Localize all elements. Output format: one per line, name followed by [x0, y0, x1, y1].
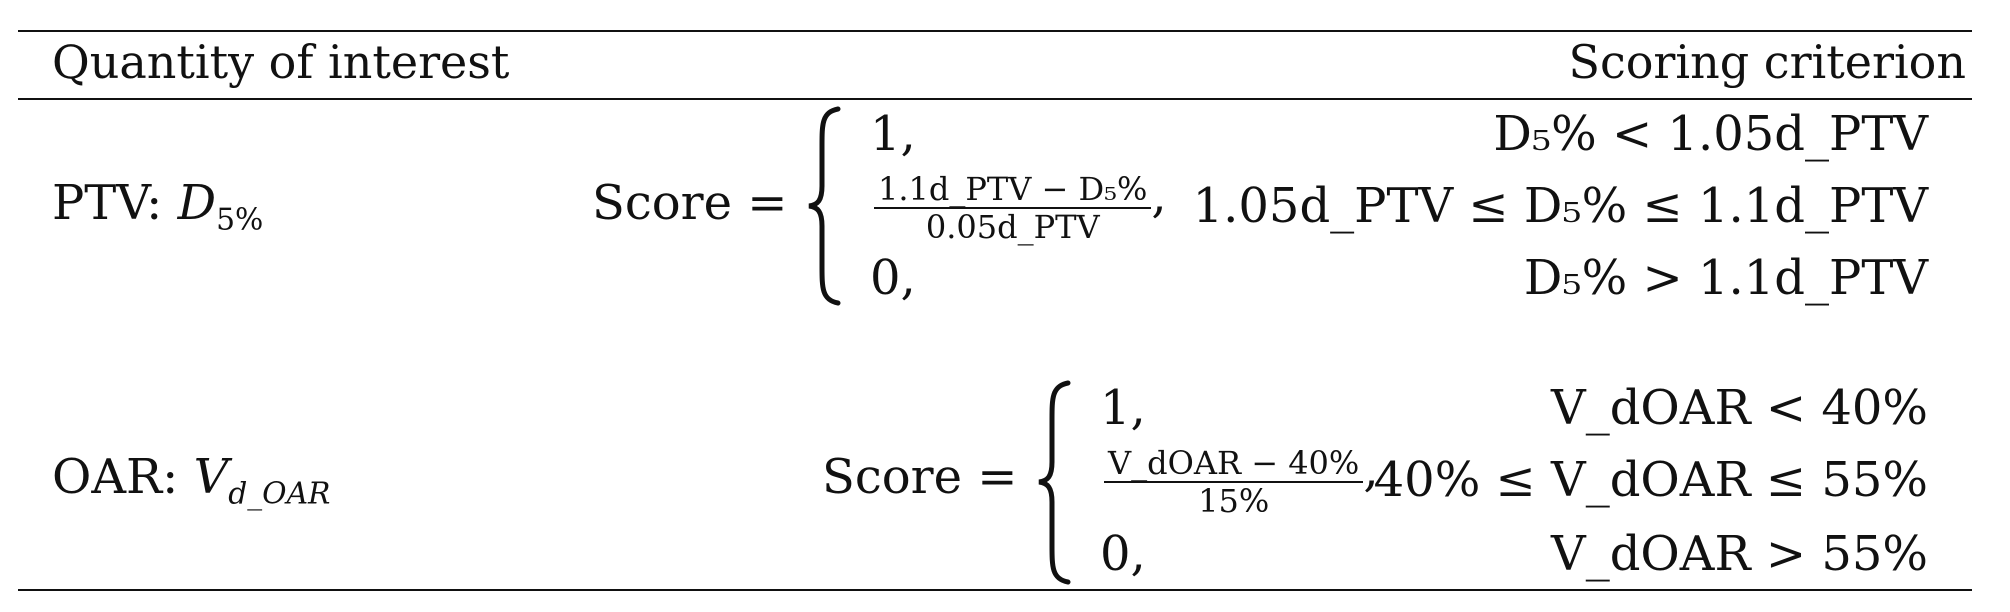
header-scoring-criterion: Scoring criterion [1568, 35, 1966, 89]
row-2-case-2-denominator: 15% [1198, 481, 1270, 520]
row-1-case-2-denominator: 0.05d_PTV [925, 207, 1100, 246]
table-top-rule [18, 30, 1972, 32]
row-1-quantity-prefix: PTV: [52, 175, 178, 231]
row-2-case-2-comma: , [1363, 442, 1379, 498]
row-2-case-2-condition: 40% ≤ V_dOAR ≤ 55% [1373, 452, 1928, 508]
row-2-quantity-symbol: V [193, 449, 229, 505]
row-2-score-label: Score = [822, 449, 1018, 505]
row-2-case-3-condition: V_dOAR > 55% [1551, 526, 1928, 582]
row-2-quantity-prefix: OAR: [52, 449, 194, 505]
row-2-case-1-condition: V_dOAR < 40% [1551, 380, 1928, 436]
row-1-quantity: PTV: D5% [52, 173, 263, 250]
row-1-quantity-symbol: D [177, 175, 217, 231]
row-2-quantity: OAR: Vd_OAR [52, 447, 330, 524]
row-1-case-3-value: 0, [870, 250, 916, 306]
row-1-score-label: Score = [592, 175, 788, 231]
row-2-case-2-fraction: V_dOAR − 40% 15% [1104, 445, 1364, 520]
row-1-quantity-subscript: 5% [216, 202, 264, 238]
row-1-case-2-comma: , [1151, 168, 1167, 224]
row-2-case-3-value: 0, [1100, 526, 1146, 582]
row-1-case-2-fraction: 1.1d_PTV − D₅% 0.05d_PTV [874, 171, 1152, 246]
row-1-case-1-value: 1, [870, 106, 916, 162]
row-1-case-3-condition: D₅% > 1.1d_PTV [1523, 250, 1928, 306]
row-2-case-2-value: V_dOAR − 40% 15% , [1104, 442, 1379, 519]
row-1-case-2-condition: 1.05d_PTV ≤ D₅% ≤ 1.1d_PTV [1192, 178, 1928, 234]
header-quantity-of-interest: Quantity of interest [52, 35, 510, 89]
row-1-case-1-condition: D₅% < 1.05d_PTV [1493, 106, 1928, 162]
row-1-left-brace [808, 106, 841, 306]
table-bottom-rule [18, 589, 1972, 591]
row-2-left-brace [1038, 380, 1071, 585]
row-1-case-2-value: 1.1d_PTV − D₅% 0.05d_PTV , [874, 168, 1167, 245]
row-2-case-2-numerator: V_dOAR − 40% [1104, 445, 1364, 483]
row-2-case-1-value: 1, [1100, 380, 1146, 436]
row-2-quantity-subscript: d_OAR [228, 476, 331, 512]
table-header-rule [18, 98, 1972, 100]
row-1-case-2-numerator: 1.1d_PTV − D₅% [874, 171, 1152, 209]
